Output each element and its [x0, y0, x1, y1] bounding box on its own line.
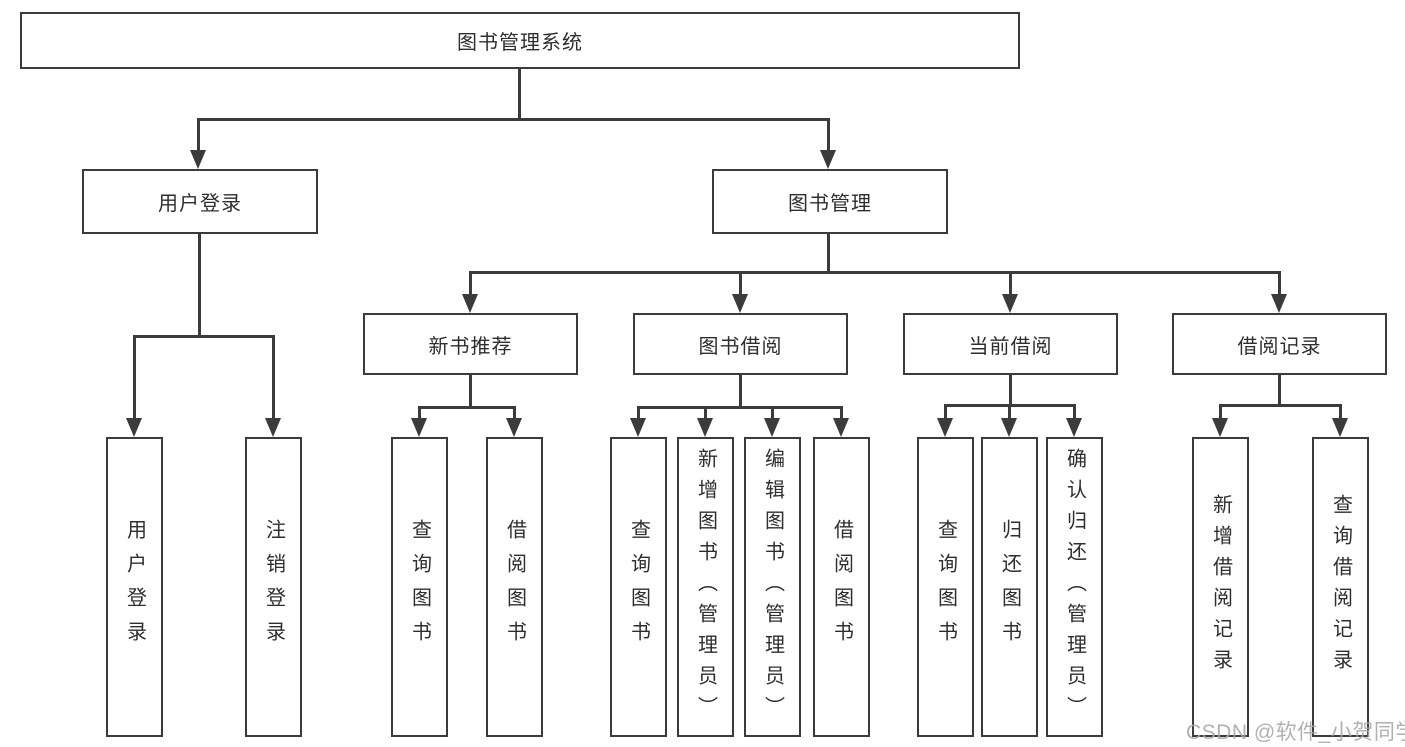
connector-line: [637, 406, 640, 420]
csdn-watermark: CSDN @软件_小贺同学: [1186, 721, 1405, 744]
arrow-down-icon: [764, 418, 780, 437]
arrow-down-icon: [1001, 418, 1017, 437]
node-label: 借阅图书: [830, 519, 853, 655]
node-book-management: 图书管理: [712, 169, 948, 234]
arrow-down-icon: [1002, 294, 1018, 313]
connector-line: [827, 234, 830, 274]
connector-line: [739, 271, 742, 296]
arrow-down-icon: [1271, 294, 1287, 313]
node-label: 查询借阅记录: [1329, 494, 1352, 680]
node-label: 用户登录: [123, 519, 146, 655]
node-label: 新增图书（管理员）: [694, 447, 717, 727]
arrow-down-icon: [190, 150, 206, 169]
leaf-confirm-return-admin: 确认归还（管理员）: [1046, 437, 1103, 737]
leaf-query-borrow-record: 查询借阅记录: [1312, 437, 1369, 737]
connector-line: [1278, 271, 1281, 296]
node-label: 注销登录: [262, 519, 285, 655]
node-root-system: 图书管理系统: [20, 12, 1020, 69]
node-user-login: 用户登录: [82, 169, 318, 234]
leaf-borrow-books-borrowing: 借阅图书: [813, 437, 870, 737]
connector-line: [469, 271, 1281, 274]
node-borrowing-records: 借阅记录: [1172, 313, 1387, 375]
leaf-add-borrow-record: 新增借阅记录: [1192, 437, 1249, 737]
connector-line: [1008, 404, 1011, 420]
node-label: 新书推荐: [428, 335, 513, 358]
arrow-down-icon: [833, 418, 849, 437]
arrow-down-icon: [411, 418, 427, 437]
node-label: 图书管理系统: [457, 32, 583, 54]
leaf-query-books-recommend: 查询图书: [391, 437, 448, 737]
node-label: 确认归还（管理员）: [1063, 447, 1086, 727]
connector-line: [418, 406, 421, 420]
arrow-down-icon: [1066, 418, 1082, 437]
node-label: 查询图书: [408, 519, 431, 655]
connector-line: [133, 335, 136, 421]
arrow-down-icon: [462, 294, 478, 313]
connector-line: [197, 118, 830, 121]
connector-line: [1219, 404, 1341, 407]
leaf-query-books-current: 查询图书: [917, 437, 974, 737]
connector-line: [1219, 404, 1222, 420]
leaf-return-books: 归还图书: [981, 437, 1038, 737]
connector-line: [1009, 271, 1012, 296]
connector-line: [739, 375, 742, 409]
node-book-borrowing: 图书借阅: [633, 313, 848, 375]
arrow-down-icon: [697, 418, 713, 437]
arrow-down-icon: [820, 150, 836, 169]
arrow-down-icon: [1212, 418, 1228, 437]
node-label: 编辑图书（管理员）: [761, 447, 784, 727]
connector-line: [771, 406, 774, 420]
leaf-query-books-borrowing: 查询图书: [610, 437, 667, 737]
node-label: 查询图书: [934, 519, 957, 655]
connector-line: [133, 335, 273, 338]
arrow-down-icon: [126, 418, 142, 437]
node-label: 图书管理: [788, 193, 872, 215]
connector-line: [840, 406, 843, 420]
arrow-down-icon: [732, 294, 748, 313]
connector-line: [944, 404, 947, 420]
leaf-user-login: 用户登录: [106, 437, 163, 737]
arrow-down-icon: [937, 418, 953, 437]
node-new-book-recommend: 新书推荐: [363, 313, 578, 375]
connector-line: [513, 406, 516, 420]
connector-line: [704, 406, 707, 420]
connector-line: [469, 271, 472, 296]
leaf-logout: 注销登录: [245, 437, 302, 737]
node-label: 新增借阅记录: [1209, 494, 1232, 680]
connector-line: [1073, 404, 1076, 420]
node-label: 当前借阅: [968, 335, 1053, 358]
node-label: 归还图书: [998, 519, 1021, 655]
arrow-down-icon: [630, 418, 646, 437]
node-label: 图书借阅: [698, 335, 783, 358]
leaf-borrow-books-recommend: 借阅图书: [486, 437, 543, 737]
node-current-borrowing: 当前借阅: [903, 313, 1118, 375]
connector-line: [1278, 375, 1281, 406]
arrow-down-icon: [265, 418, 281, 437]
connector-line: [469, 375, 472, 409]
arrow-down-icon: [1332, 418, 1348, 437]
leaf-edit-books-admin: 编辑图书（管理员）: [744, 437, 801, 737]
leaf-add-books-admin: 新增图书（管理员）: [677, 437, 734, 737]
connector-line: [198, 234, 201, 337]
connector-line: [272, 335, 275, 421]
node-label: 借阅记录: [1237, 335, 1322, 358]
arrow-down-icon: [506, 418, 522, 437]
connector-line: [827, 118, 830, 152]
node-label: 借阅图书: [503, 519, 526, 655]
connector-line: [1339, 404, 1342, 420]
connector-line: [1009, 375, 1012, 406]
connector-line: [637, 406, 842, 409]
connector-line: [418, 406, 516, 409]
node-label: 用户登录: [158, 193, 242, 215]
connector-line: [197, 118, 200, 152]
node-label: 查询图书: [627, 519, 650, 655]
connector-line: [518, 69, 521, 119]
